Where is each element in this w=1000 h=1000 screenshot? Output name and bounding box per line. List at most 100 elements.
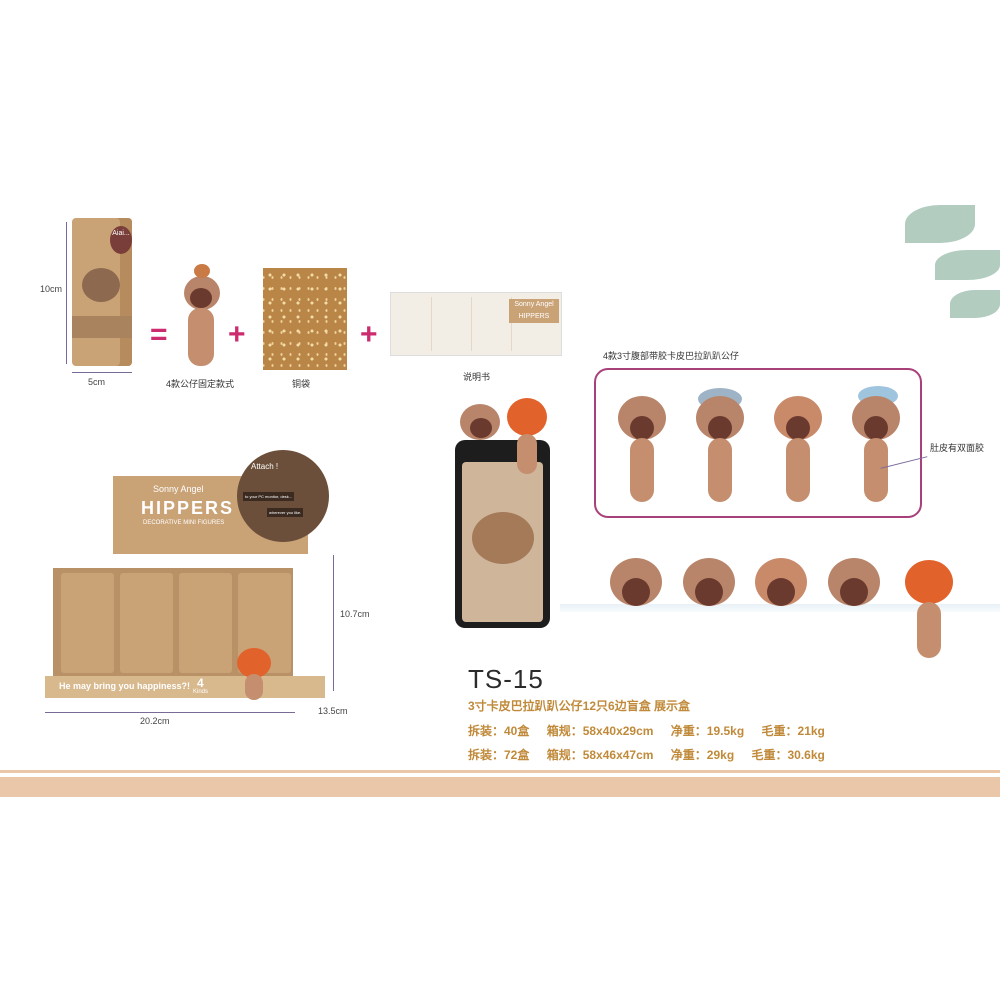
spec-line-2: 拆装：72盒 箱规：58x46x47cm 净重：29kg 毛重：30.6kg bbox=[468, 746, 839, 763]
display-width-label: 20.2cm bbox=[140, 716, 170, 726]
kinds-label: Kinds bbox=[193, 689, 209, 695]
instruction-manual: Sonny Angel HIPPERS bbox=[390, 292, 562, 356]
leaf-decoration bbox=[905, 205, 975, 243]
tomato-head bbox=[905, 560, 953, 604]
leaf-decoration bbox=[935, 250, 1000, 280]
display-height-label: 10.7cm bbox=[340, 609, 370, 619]
blind-box bbox=[61, 573, 114, 673]
display-height-line bbox=[333, 555, 334, 691]
spec-gross-weight: 毛重：21kg bbox=[761, 724, 825, 738]
display-brand-line2: HIPPERS bbox=[141, 498, 235, 518]
display-base: He may bring you happiness?! 4 Kinds bbox=[45, 676, 325, 698]
variant-figurine bbox=[614, 380, 670, 508]
figurine-nose bbox=[786, 416, 810, 440]
figurine-nose bbox=[622, 578, 650, 606]
variants-frame bbox=[594, 368, 922, 518]
height-dimension-line bbox=[66, 222, 67, 364]
lying-figurine bbox=[610, 548, 662, 608]
shelf-surface bbox=[560, 604, 1000, 612]
figurine-body bbox=[188, 308, 214, 366]
blind-box bbox=[179, 573, 232, 673]
blind-box bbox=[120, 573, 173, 673]
capybara-on-phone bbox=[458, 396, 502, 442]
figurine-body bbox=[786, 438, 810, 502]
spec-packing: 拆装：40盒 bbox=[468, 724, 530, 738]
figurine-body bbox=[630, 438, 654, 502]
bubble-2: wherever you like. bbox=[267, 508, 304, 517]
single-blind-box: Aiai... bbox=[72, 218, 132, 366]
figurine-body bbox=[708, 438, 732, 502]
tomato-capybara-on-phone bbox=[505, 398, 549, 478]
manual-panel bbox=[431, 297, 472, 351]
figurine-nose bbox=[694, 578, 723, 606]
divider-stripe bbox=[0, 770, 1000, 773]
tomato-head bbox=[237, 648, 271, 678]
variant-row bbox=[614, 380, 904, 508]
plus-sign: + bbox=[228, 318, 246, 351]
variant-figurine bbox=[770, 380, 826, 508]
star-foil-bag bbox=[263, 268, 347, 370]
leaf-decoration bbox=[950, 290, 1000, 318]
capybara-wallpaper bbox=[472, 512, 534, 564]
figurine-body bbox=[864, 438, 888, 502]
tomato-head bbox=[507, 398, 547, 436]
box-band bbox=[72, 316, 132, 338]
display-depth-label: 13.5cm bbox=[318, 706, 348, 716]
aiai-badge: Aiai... bbox=[110, 226, 132, 254]
figurine-nose bbox=[864, 416, 888, 440]
attach-circle: Attach ! to your PC monitor, desk... whe… bbox=[237, 450, 329, 542]
figurine-nose bbox=[839, 578, 868, 606]
plus-sign: + bbox=[360, 318, 378, 351]
variant-figurine bbox=[692, 380, 748, 508]
phone-mockup bbox=[455, 440, 550, 628]
phone-screen bbox=[462, 462, 543, 622]
spec-net-weight: 净重：19.5kg bbox=[670, 724, 745, 738]
spec-packing: 拆装：72盒 bbox=[468, 748, 530, 762]
figurine-nose bbox=[630, 416, 654, 440]
capybara-figurine bbox=[176, 262, 226, 372]
blind-box-row bbox=[61, 573, 291, 673]
equals-sign: = bbox=[150, 318, 168, 351]
lying-figurine-row bbox=[610, 548, 880, 608]
spec-carton: 箱规：58x40x29cm bbox=[546, 724, 654, 738]
bubble-1: to your PC monitor, desk... bbox=[243, 492, 295, 501]
figurine-nose bbox=[708, 416, 732, 440]
spec-gross-weight: 毛重：30.6kg bbox=[751, 748, 825, 762]
model-number: TS-15 bbox=[468, 664, 544, 694]
kinds-number: 4 bbox=[197, 676, 204, 690]
spec-carton: 箱规：58x46x47cm bbox=[546, 748, 654, 762]
spec-line-1: 拆装：40盒 箱规：58x40x29cm 净重：19.5kg 毛重：21kg bbox=[468, 722, 839, 739]
figurine-body bbox=[245, 674, 263, 700]
variant-figurine bbox=[848, 380, 904, 508]
lying-figurine bbox=[682, 548, 735, 608]
display-brand-line1: Sonny Angel bbox=[153, 484, 204, 494]
lying-figurine bbox=[827, 548, 880, 608]
figurine-body bbox=[517, 434, 537, 474]
attach-label: Attach ! bbox=[251, 462, 279, 471]
figurine-nose bbox=[767, 578, 796, 606]
figurine-body bbox=[917, 602, 941, 658]
box-height-label: 10cm bbox=[40, 284, 63, 294]
hanging-tomato-figurine bbox=[905, 560, 953, 660]
figurine-hat bbox=[194, 264, 210, 278]
box-width-label: 5cm bbox=[88, 377, 106, 387]
display-tagline: DECORATIVE MINI FIGURES bbox=[143, 520, 225, 526]
manual-caption: 说明书 bbox=[463, 372, 491, 382]
lying-figurine bbox=[755, 548, 808, 608]
display-slogan: He may bring you happiness?! bbox=[59, 681, 191, 691]
figure-caption: 4款公仔固定款式 bbox=[166, 379, 235, 389]
manual-panel bbox=[471, 297, 512, 351]
capybara-face-print bbox=[82, 268, 120, 302]
figurine-nose bbox=[190, 288, 212, 308]
variants-heading: 4款3寸腹部带胶卡皮巴拉趴趴公仔 bbox=[603, 351, 740, 361]
figurine-nose bbox=[470, 418, 492, 438]
display-box: Sonny Angel HIPPERS DECORATIVE MINI FIGU… bbox=[45, 450, 330, 703]
manual-brand: Sonny Angel HIPPERS bbox=[509, 299, 559, 323]
divider-stripe bbox=[0, 777, 1000, 797]
width-dimension-line bbox=[72, 372, 132, 373]
product-title: 3寸卡皮巴拉趴趴公仔12只6边盲盒 展示盒 bbox=[468, 699, 691, 713]
display-width-line bbox=[45, 712, 295, 713]
spec-net-weight: 净重：29kg bbox=[670, 748, 735, 762]
tomato-capybara-figurine bbox=[235, 648, 275, 702]
manual-panel bbox=[391, 297, 432, 351]
